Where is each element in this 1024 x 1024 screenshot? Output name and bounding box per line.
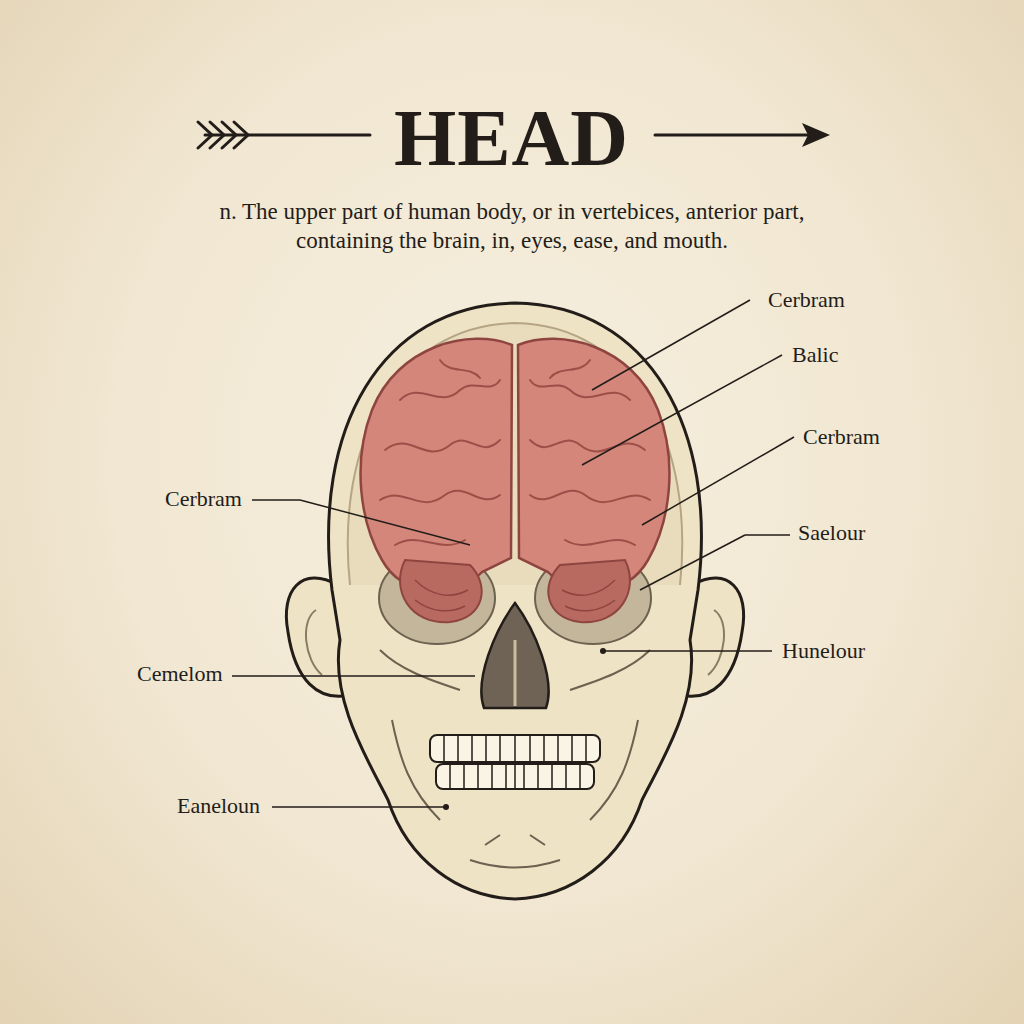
part-label: Balic [792, 342, 838, 368]
part-label: Eaneloun [177, 793, 260, 819]
part-label: Saelour [798, 520, 865, 546]
part-label: Hunelour [782, 638, 865, 664]
part-label: Cerbram [768, 287, 845, 313]
definition-caption: n. The upper part of human body, or in v… [172, 198, 852, 256]
part-label: Cerbram [165, 486, 242, 512]
title-text: HEAD [394, 98, 629, 178]
part-label: Cemelom [137, 661, 223, 687]
part-label: Cerbram [803, 424, 880, 450]
